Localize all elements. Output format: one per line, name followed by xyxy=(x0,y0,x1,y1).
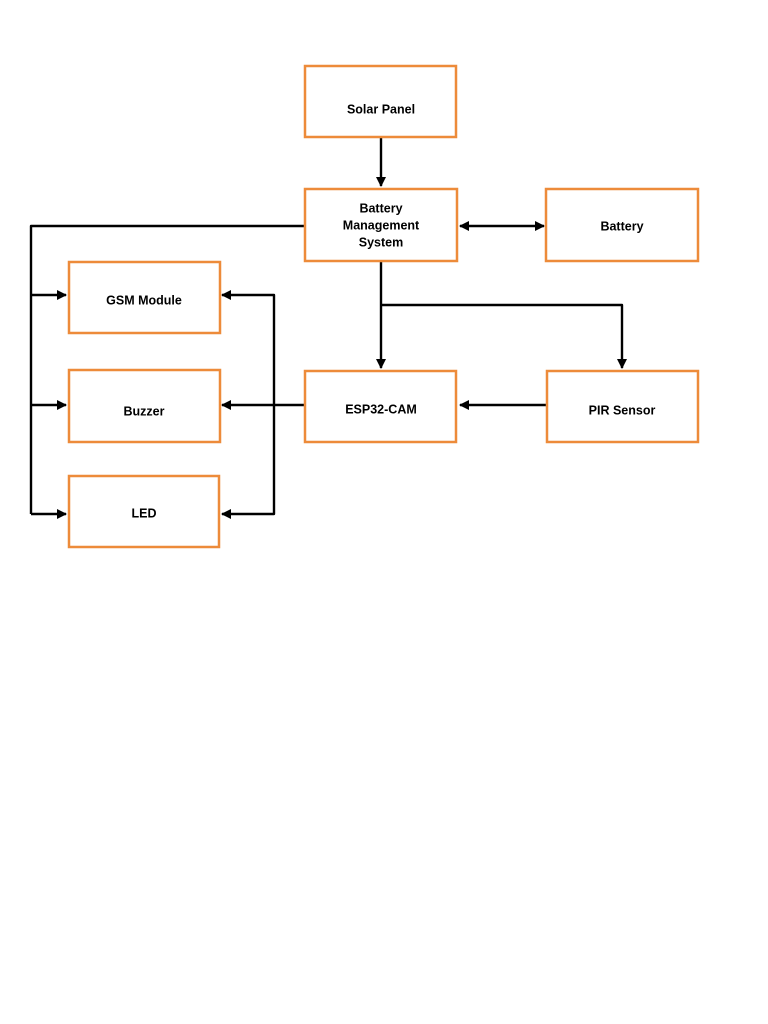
gsm-module-label: GSM Module xyxy=(106,293,182,307)
bms-label-line-3: System xyxy=(359,235,403,249)
wire-bms-to-pir xyxy=(381,303,628,370)
esp32-cam-block: ESP32-CAM xyxy=(303,369,458,444)
solar-panel-label: Solar Panel xyxy=(347,102,415,116)
esp32-cam-label: ESP32-CAM xyxy=(345,402,417,416)
pir-sensor-block: PIR Sensor xyxy=(545,369,700,444)
connectors xyxy=(29,138,628,520)
buzzer-block: Buzzer xyxy=(67,368,222,444)
wire-esp32-to-gsm xyxy=(220,289,276,405)
wire-bms-power-bus xyxy=(29,224,304,514)
battery-label: Battery xyxy=(600,219,643,233)
wire-esp32-to-led xyxy=(220,405,276,520)
battery-management-system-block: Battery Management System xyxy=(303,187,459,263)
led-label: LED xyxy=(132,506,157,520)
led-block: LED xyxy=(67,474,221,549)
bms-label-line-2: Management xyxy=(343,218,420,232)
buzzer-label: Buzzer xyxy=(124,404,165,418)
pir-sensor-label: PIR Sensor xyxy=(589,403,656,417)
battery-block: Battery xyxy=(544,187,700,263)
solar-panel-block: Solar Panel xyxy=(303,64,458,139)
bms-label-line-1: Battery xyxy=(359,201,402,215)
gsm-module-block: GSM Module xyxy=(67,260,222,335)
